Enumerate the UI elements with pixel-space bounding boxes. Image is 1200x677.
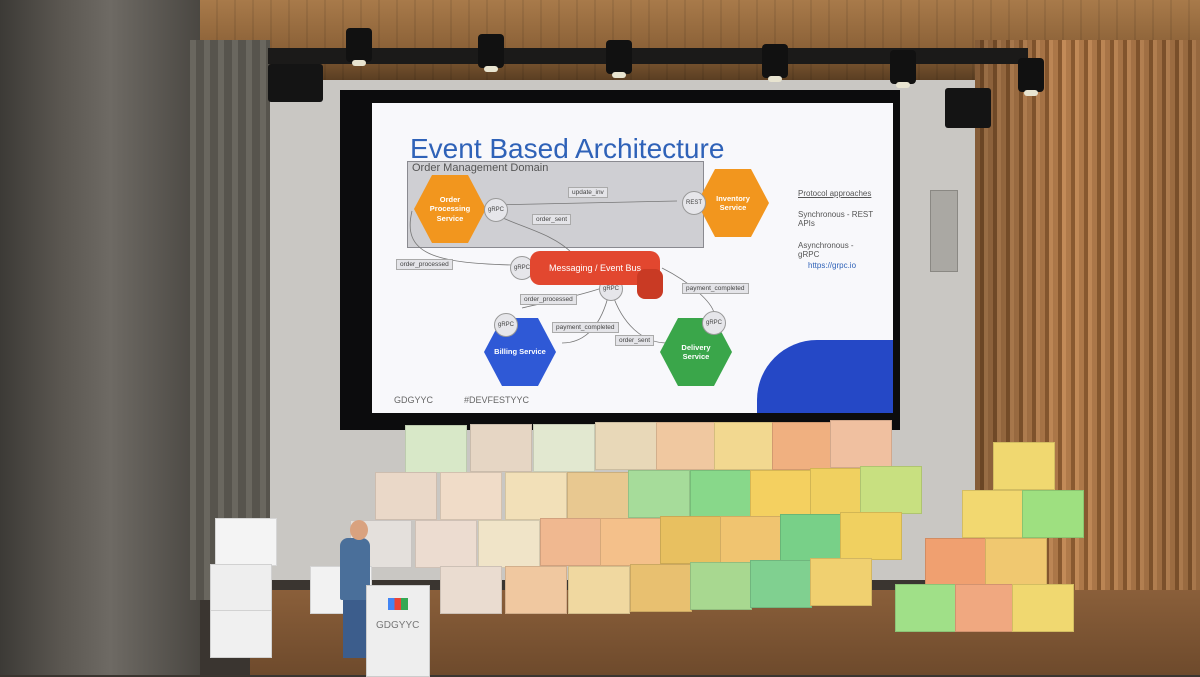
stage-light (890, 50, 916, 88)
rest-bubble: REST (682, 191, 706, 215)
stage-cube (630, 564, 692, 612)
stage-cube (540, 518, 602, 566)
stage-light (478, 34, 504, 72)
stage-cube (470, 424, 532, 472)
stage-light (606, 40, 632, 78)
left-wall (0, 0, 200, 675)
wall-door (930, 190, 958, 272)
grpc-bubble: gRPC (484, 198, 508, 222)
order-sent-tag: order_sent (532, 214, 572, 225)
stage-cube (375, 472, 437, 520)
white-cube (210, 564, 272, 612)
presenter-head (350, 520, 368, 540)
stage-cube (440, 566, 502, 614)
gdg-logo-text: GDGYYC (394, 395, 434, 405)
left-curtain (190, 40, 270, 600)
update-inv-tag: update_inv (568, 187, 608, 198)
presentation-slide: Event Based Architecture Order Managemen… (372, 103, 893, 413)
stage-cube (478, 520, 540, 568)
gdg-logo-icon (388, 598, 408, 610)
grpc-link: https://grpc.io (808, 261, 857, 270)
stage-cube (720, 516, 782, 564)
stage-cube (750, 470, 812, 518)
stage-light (346, 28, 372, 66)
stage-cube (750, 560, 812, 608)
devfest-hashtag: #DEVFESTYYC (464, 395, 530, 405)
stage-cube (1022, 490, 1084, 538)
async-text: Asynchronous - gRPC (798, 241, 854, 259)
stage-cube (1012, 584, 1074, 632)
stage-cube (925, 538, 987, 586)
stage-cube (810, 558, 872, 606)
stage-cube (415, 520, 477, 568)
stage-cube (595, 422, 657, 470)
stage-cube (690, 562, 752, 610)
stage-cube (772, 422, 834, 470)
event-store-icon (637, 269, 663, 299)
decorative-flow-graphic (757, 340, 893, 413)
lighting-rig (268, 48, 1028, 64)
stage-cube (690, 470, 752, 518)
stage-cube (628, 470, 690, 518)
stage-cube (993, 442, 1055, 490)
payment-completed-tag: payment_completed (552, 322, 619, 333)
protocol-heading: Protocol approaches (798, 189, 872, 198)
stage-cube (505, 566, 567, 614)
right-speaker (945, 88, 991, 128)
stage-cube (840, 512, 902, 560)
stage-cube (962, 490, 1024, 538)
slide-title: Event Based Architecture (410, 133, 725, 164)
order-processed-tag: order_processed (520, 294, 577, 305)
podium-label: GDGYYC (376, 620, 420, 631)
white-cube (215, 518, 277, 566)
stage-cube (533, 424, 595, 472)
stage-cube (600, 518, 662, 566)
stage-cube (656, 422, 718, 470)
presenter-legs (343, 598, 367, 658)
stage-cube (895, 584, 957, 632)
stage-cube (405, 425, 467, 473)
left-speaker (268, 64, 323, 102)
stage-cube (714, 422, 776, 470)
grpc-bubble: gRPC (702, 311, 726, 335)
stage-cube (568, 566, 630, 614)
payment-completed-tag: payment_completed (682, 283, 749, 294)
order-processed-tag: order_processed (396, 259, 453, 270)
sync-text: Synchronous - REST APIs (798, 210, 873, 228)
order-sent-tag: order_sent (615, 335, 655, 346)
stage-cube (955, 584, 1017, 632)
stage-light (762, 44, 788, 82)
presenter (340, 538, 370, 600)
domain-label: Order Management Domain (412, 162, 549, 174)
stage-light (1018, 58, 1044, 96)
stage-cube (505, 472, 567, 520)
stage-cube (780, 514, 842, 562)
stage-cube (860, 466, 922, 514)
stage-cube (985, 538, 1047, 586)
stage-cube (830, 420, 892, 468)
stage-cube (660, 516, 722, 564)
stage-cube (567, 472, 629, 520)
white-cube (210, 610, 272, 658)
grpc-bubble: gRPC (494, 313, 518, 337)
stage-cube (440, 472, 502, 520)
